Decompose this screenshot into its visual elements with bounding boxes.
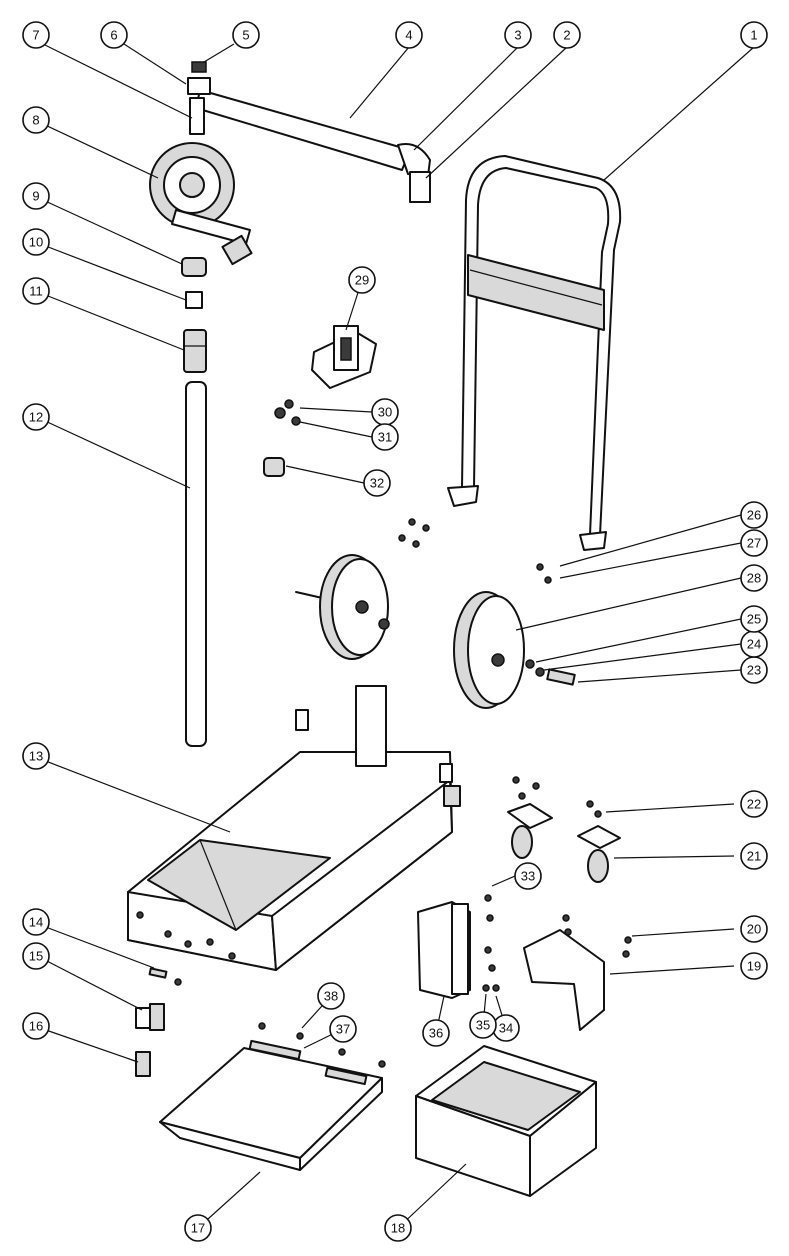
callout-20-label: 20 bbox=[747, 922, 761, 937]
callout-2-label: 2 bbox=[563, 28, 570, 43]
callout-29-label: 29 bbox=[355, 273, 369, 288]
callout-37: 37 bbox=[329, 1015, 357, 1043]
callout-28: 28 bbox=[740, 564, 768, 592]
callout-31-label: 31 bbox=[378, 430, 392, 445]
callout-3-label: 3 bbox=[514, 28, 521, 43]
callout-24-label: 24 bbox=[747, 637, 761, 652]
callout-11: 11 bbox=[22, 277, 50, 305]
pipe-fittings bbox=[181, 257, 207, 373]
callout-9: 9 bbox=[22, 182, 50, 210]
callout-23: 23 bbox=[740, 656, 768, 684]
callout-9-label: 9 bbox=[32, 189, 39, 204]
callout-17-label: 17 bbox=[191, 1221, 205, 1236]
callout-10: 10 bbox=[22, 228, 50, 256]
callout-36-label: 36 bbox=[429, 1026, 443, 1041]
callout-27-label: 27 bbox=[747, 536, 761, 551]
callout-6-label: 6 bbox=[110, 28, 117, 43]
callout-4: 4 bbox=[395, 21, 423, 49]
chassis-box bbox=[127, 685, 461, 971]
callout-8: 8 bbox=[22, 106, 50, 134]
latch-hardware bbox=[135, 967, 182, 1077]
callout-35: 35 bbox=[469, 1011, 497, 1039]
callout-balloons: 1 2 3 4 5 6 7 8 9 10 11 12 13 14 15 16 1… bbox=[22, 21, 768, 1242]
callout-22-label: 22 bbox=[747, 797, 761, 812]
callout-31: 31 bbox=[371, 423, 399, 451]
callout-20: 20 bbox=[740, 915, 768, 943]
callout-25: 25 bbox=[740, 605, 768, 633]
side-bracket bbox=[417, 894, 500, 999]
callout-4-label: 4 bbox=[405, 28, 412, 43]
callout-14-label: 14 bbox=[29, 915, 43, 930]
callout-32: 32 bbox=[363, 469, 391, 497]
callout-15: 15 bbox=[22, 942, 50, 970]
callout-5: 5 bbox=[232, 21, 260, 49]
callout-35-label: 35 bbox=[476, 1018, 490, 1033]
callout-30: 30 bbox=[371, 398, 399, 426]
callout-25-label: 25 bbox=[747, 612, 761, 627]
callout-7: 7 bbox=[22, 21, 50, 49]
callout-11-label: 11 bbox=[29, 284, 43, 299]
callout-15-label: 15 bbox=[29, 949, 43, 964]
callout-26: 26 bbox=[740, 501, 768, 529]
storage-box bbox=[415, 1045, 597, 1197]
handle-frame bbox=[447, 155, 622, 551]
callout-19: 19 bbox=[740, 952, 768, 980]
callout-21-label: 21 bbox=[747, 849, 761, 864]
right-wheel bbox=[453, 563, 576, 709]
callout-19-label: 19 bbox=[747, 959, 761, 974]
suction-tube bbox=[185, 381, 207, 747]
callout-5-label: 5 bbox=[242, 28, 249, 43]
callout-32-label: 32 bbox=[370, 476, 384, 491]
callout-27: 27 bbox=[740, 529, 768, 557]
callout-8-label: 8 bbox=[32, 113, 39, 128]
caster-brackets bbox=[507, 776, 632, 1031]
callout-7-label: 7 bbox=[32, 28, 39, 43]
callout-18: 18 bbox=[384, 1214, 412, 1242]
callout-21: 21 bbox=[740, 842, 768, 870]
tube-bracket bbox=[263, 325, 430, 548]
left-wheel bbox=[295, 554, 390, 660]
callout-18-label: 18 bbox=[391, 1221, 405, 1236]
callout-26-label: 26 bbox=[747, 508, 761, 523]
callout-38-label: 38 bbox=[324, 989, 338, 1004]
callout-34-label: 34 bbox=[499, 1021, 513, 1036]
outlet-pipe-assembly bbox=[187, 61, 431, 203]
callout-13: 13 bbox=[22, 742, 50, 770]
callout-16: 16 bbox=[22, 1012, 50, 1040]
callout-1-label: 1 bbox=[750, 28, 757, 43]
callout-37-label: 37 bbox=[336, 1022, 350, 1037]
rotary-pump bbox=[149, 142, 253, 266]
callout-36: 36 bbox=[422, 1019, 450, 1047]
callout-3: 3 bbox=[504, 21, 532, 49]
callout-1: 1 bbox=[740, 21, 768, 49]
callout-30-label: 30 bbox=[378, 405, 392, 420]
callout-38: 38 bbox=[317, 982, 345, 1010]
callout-33-label: 33 bbox=[521, 869, 535, 884]
callout-22: 22 bbox=[740, 790, 768, 818]
callout-24: 24 bbox=[740, 630, 768, 658]
callout-17: 17 bbox=[184, 1214, 212, 1242]
sliding-tray bbox=[159, 1022, 386, 1171]
callout-12-label: 12 bbox=[29, 410, 43, 425]
callout-12: 12 bbox=[22, 403, 50, 431]
callout-13-label: 13 bbox=[29, 749, 43, 764]
callout-29: 29 bbox=[348, 266, 376, 294]
callout-10-label: 10 bbox=[29, 235, 43, 250]
callout-6: 6 bbox=[100, 21, 128, 49]
callout-28-label: 28 bbox=[747, 571, 761, 586]
callout-2: 2 bbox=[553, 21, 581, 49]
callout-14: 14 bbox=[22, 908, 50, 936]
callout-34: 34 bbox=[492, 1014, 520, 1042]
callout-33: 33 bbox=[514, 862, 542, 890]
leader-lines bbox=[42, 43, 755, 1229]
callout-23-label: 23 bbox=[747, 663, 761, 678]
callout-16-label: 16 bbox=[29, 1019, 43, 1034]
